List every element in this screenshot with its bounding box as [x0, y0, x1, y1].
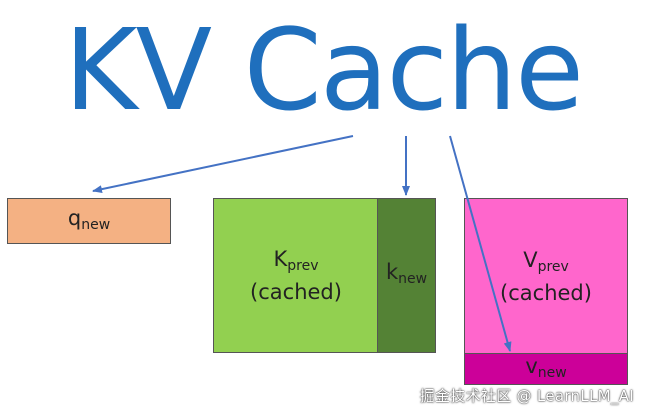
k-prev-block: Kprev (cached) — [213, 198, 379, 353]
v-prev-label: Vprev — [523, 247, 569, 275]
diagram-title: KV Cache — [64, 6, 584, 136]
watermark: 掘金技术社区 @ LearnLLM_AI — [419, 387, 634, 405]
arrow-to-v-new — [449, 135, 512, 352]
k-new-block: knew — [377, 198, 436, 353]
k-prev-caption: (cached) — [250, 280, 342, 304]
q-new-label: qnew — [67, 205, 111, 233]
q-new-block: qnew — [7, 198, 171, 244]
v-new-label: vnew — [525, 353, 567, 381]
arrow-to-q — [92, 135, 354, 194]
k-new-label: knew — [385, 260, 428, 287]
v-new-block: vnew — [464, 353, 628, 385]
v-prev-block: Vprev (cached) — [464, 198, 628, 354]
k-prev-label: Kprev — [273, 247, 319, 274]
v-prev-caption: (cached) — [500, 280, 592, 305]
